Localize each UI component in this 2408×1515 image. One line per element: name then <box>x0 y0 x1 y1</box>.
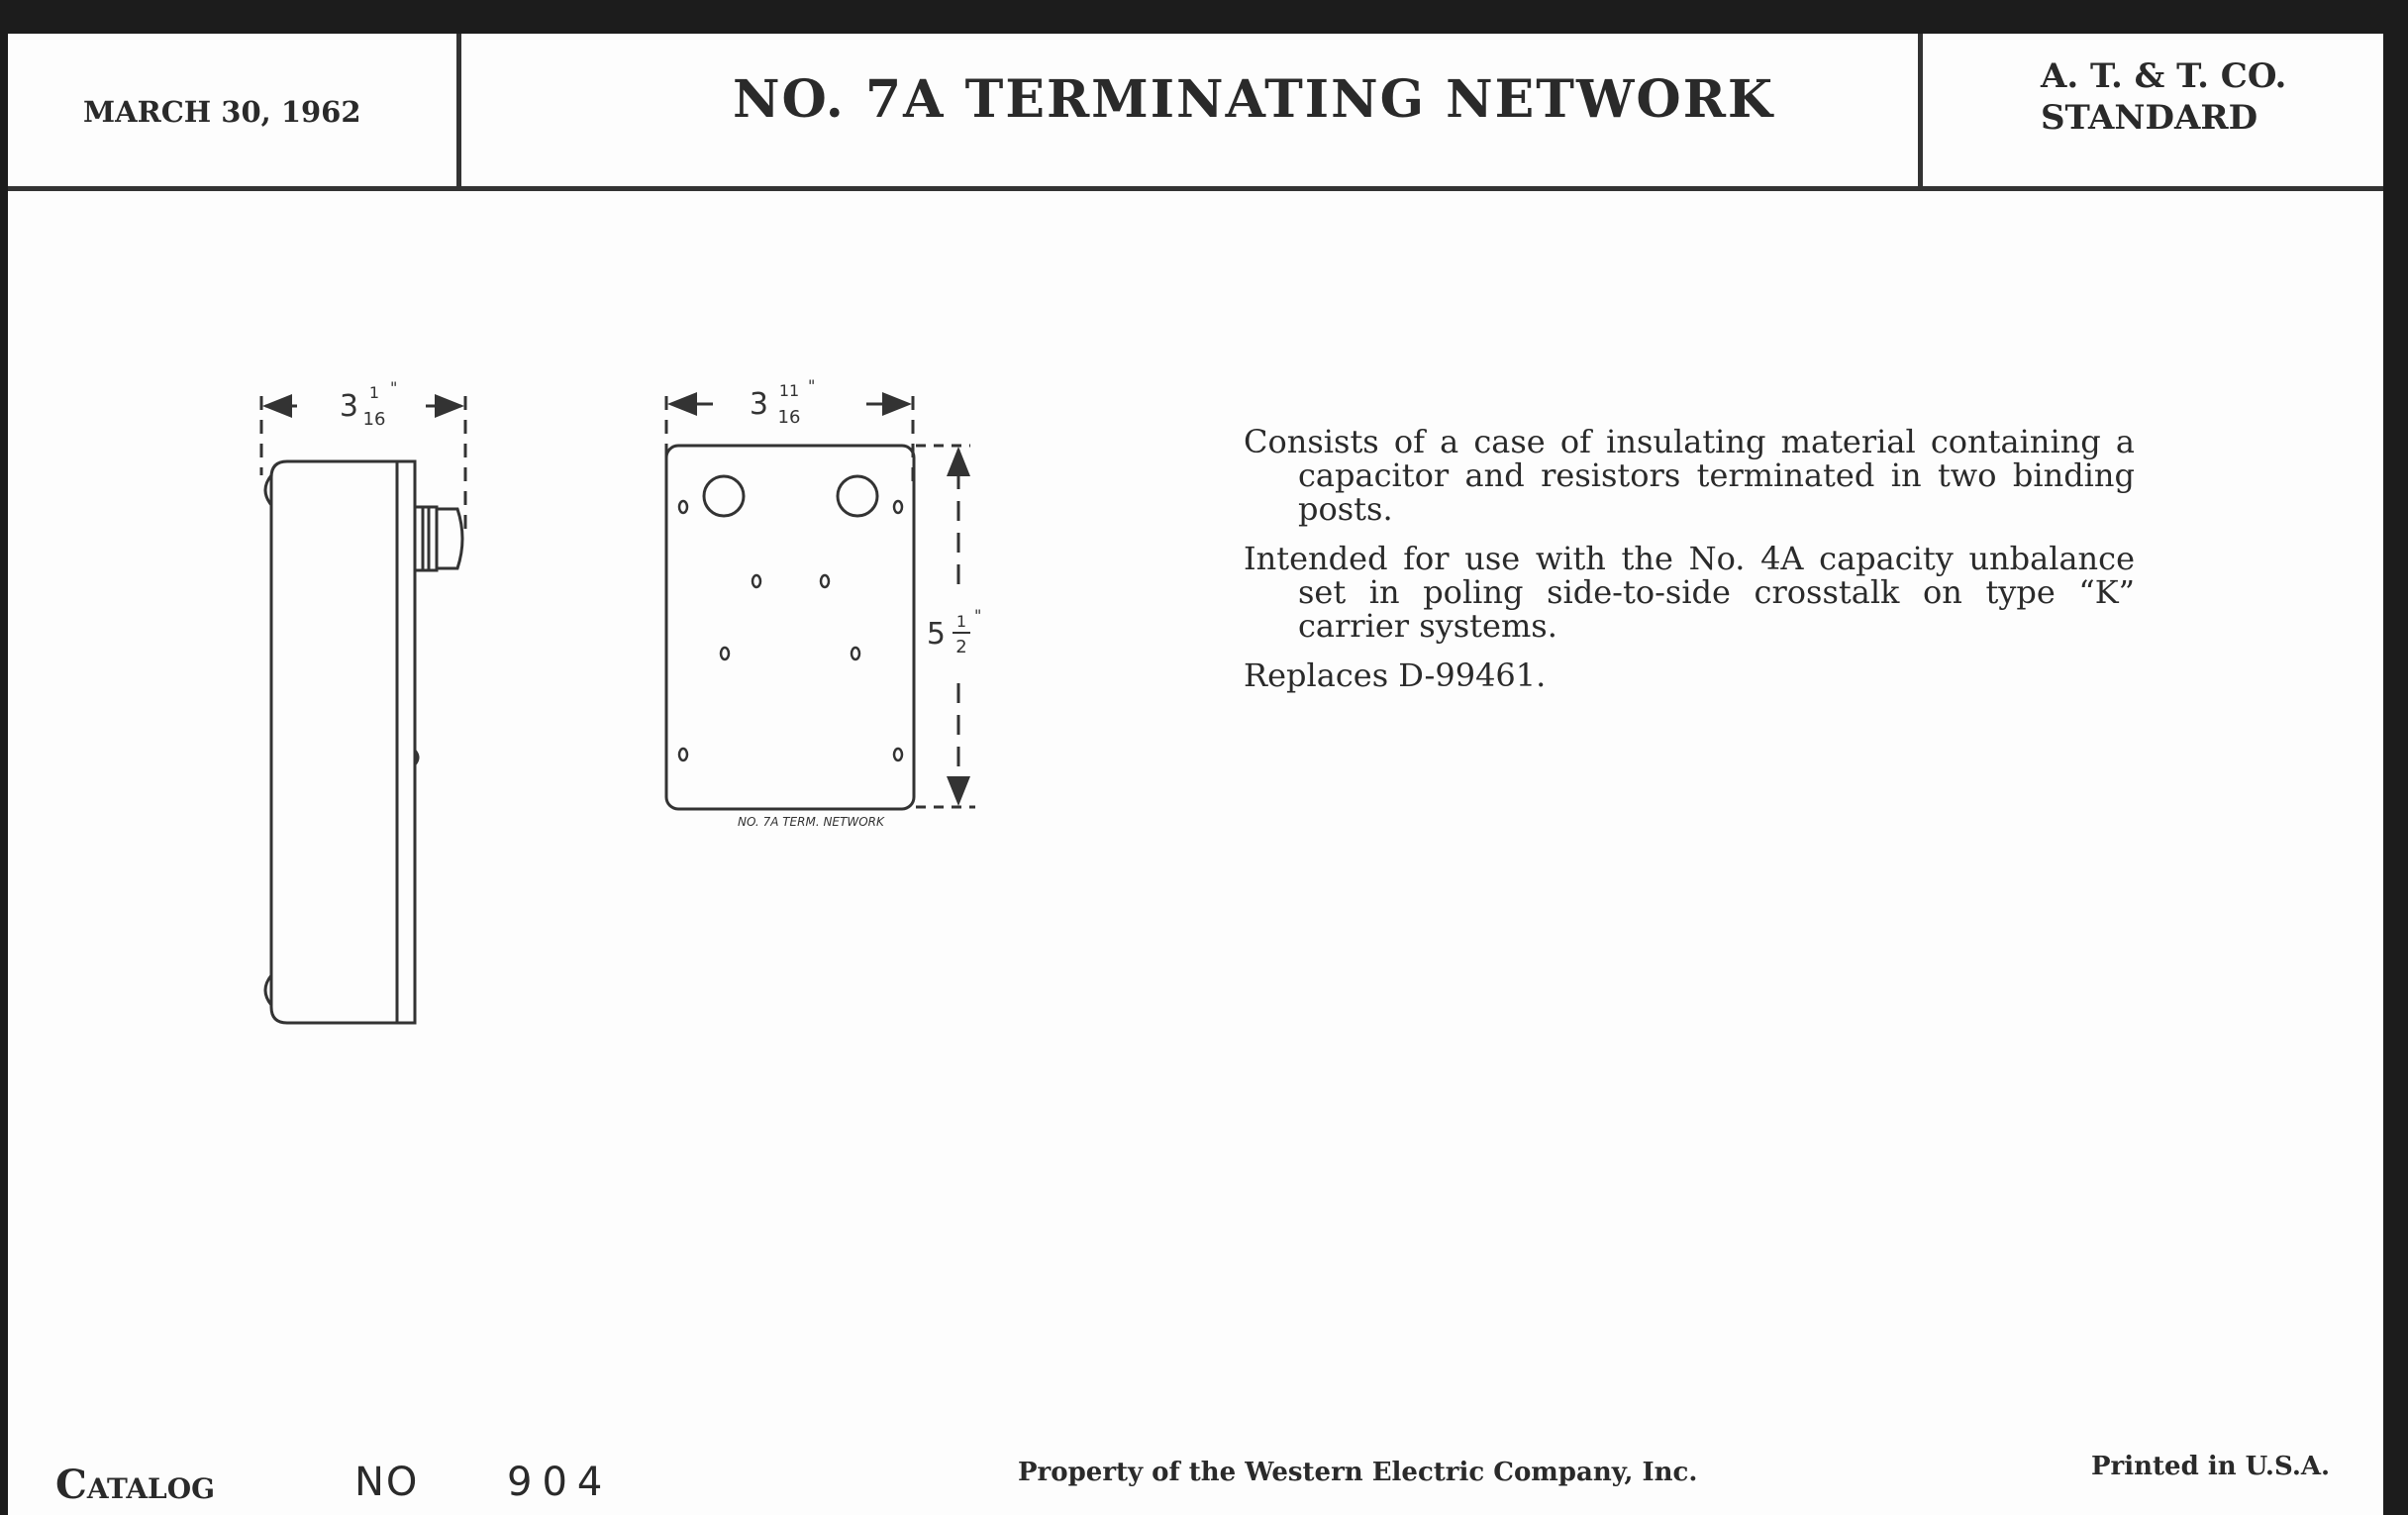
header-rule <box>8 186 2383 191</box>
drawing-caption: NO. 7A TERM. NETWORK <box>738 815 885 829</box>
side-width-whole: 3 <box>340 389 358 424</box>
binding-post-icon <box>836 474 879 518</box>
front-view <box>664 392 975 811</box>
issue-date: MARCH 30, 1962 <box>83 95 361 129</box>
front-width-num: 11 <box>779 381 799 400</box>
catalog-card: MARCH 30, 1962 NO. 7A TERMINATING NETWOR… <box>8 34 2383 1515</box>
side-view <box>259 394 467 1025</box>
printed-notice: Printed in U.S.A. <box>2091 1452 2331 1481</box>
standard-label: A. T. & T. CO. STANDARD <box>2041 55 2286 139</box>
description-paragraph: Consists of a case of insulating materia… <box>1244 423 2135 528</box>
standard-line-2: STANDARD <box>2041 98 2258 138</box>
height-num: 1 <box>956 612 966 631</box>
catalog-label: Catalog <box>55 1462 216 1508</box>
inch-mark: " <box>390 378 397 397</box>
description-paragraph: Replaces D-99461. <box>1244 656 1547 694</box>
page-title: NO. 7A TERMINATING NETWORK <box>733 69 1775 130</box>
side-width-num: 1 <box>369 383 379 402</box>
catalog-no-label: NO <box>354 1460 420 1505</box>
inch-mark: " <box>808 376 815 395</box>
height-den: 2 <box>955 637 966 657</box>
description-paragraph: Intended for use with the No. 4A capacit… <box>1244 540 2135 645</box>
inch-mark: " <box>974 606 981 625</box>
header-divider-left <box>456 34 461 189</box>
screw-icons <box>677 499 904 762</box>
description: Consists of a case of insulating materia… <box>1244 425 2135 708</box>
side-width-den: 16 <box>363 409 386 430</box>
property-notice: Property of the Western Electric Company… <box>1018 1458 1698 1487</box>
front-width-den: 16 <box>778 407 801 428</box>
height-whole: 5 <box>927 617 946 652</box>
standard-line-1: A. T. & T. CO. <box>2041 56 2287 96</box>
case-body <box>269 459 417 1025</box>
binding-post-icon <box>702 474 746 518</box>
front-width-whole: 3 <box>750 387 768 422</box>
binding-post-icon <box>413 505 439 572</box>
catalog-number: 904 <box>507 1460 613 1505</box>
header-divider-right <box>1918 34 1923 189</box>
case-front <box>664 444 916 811</box>
